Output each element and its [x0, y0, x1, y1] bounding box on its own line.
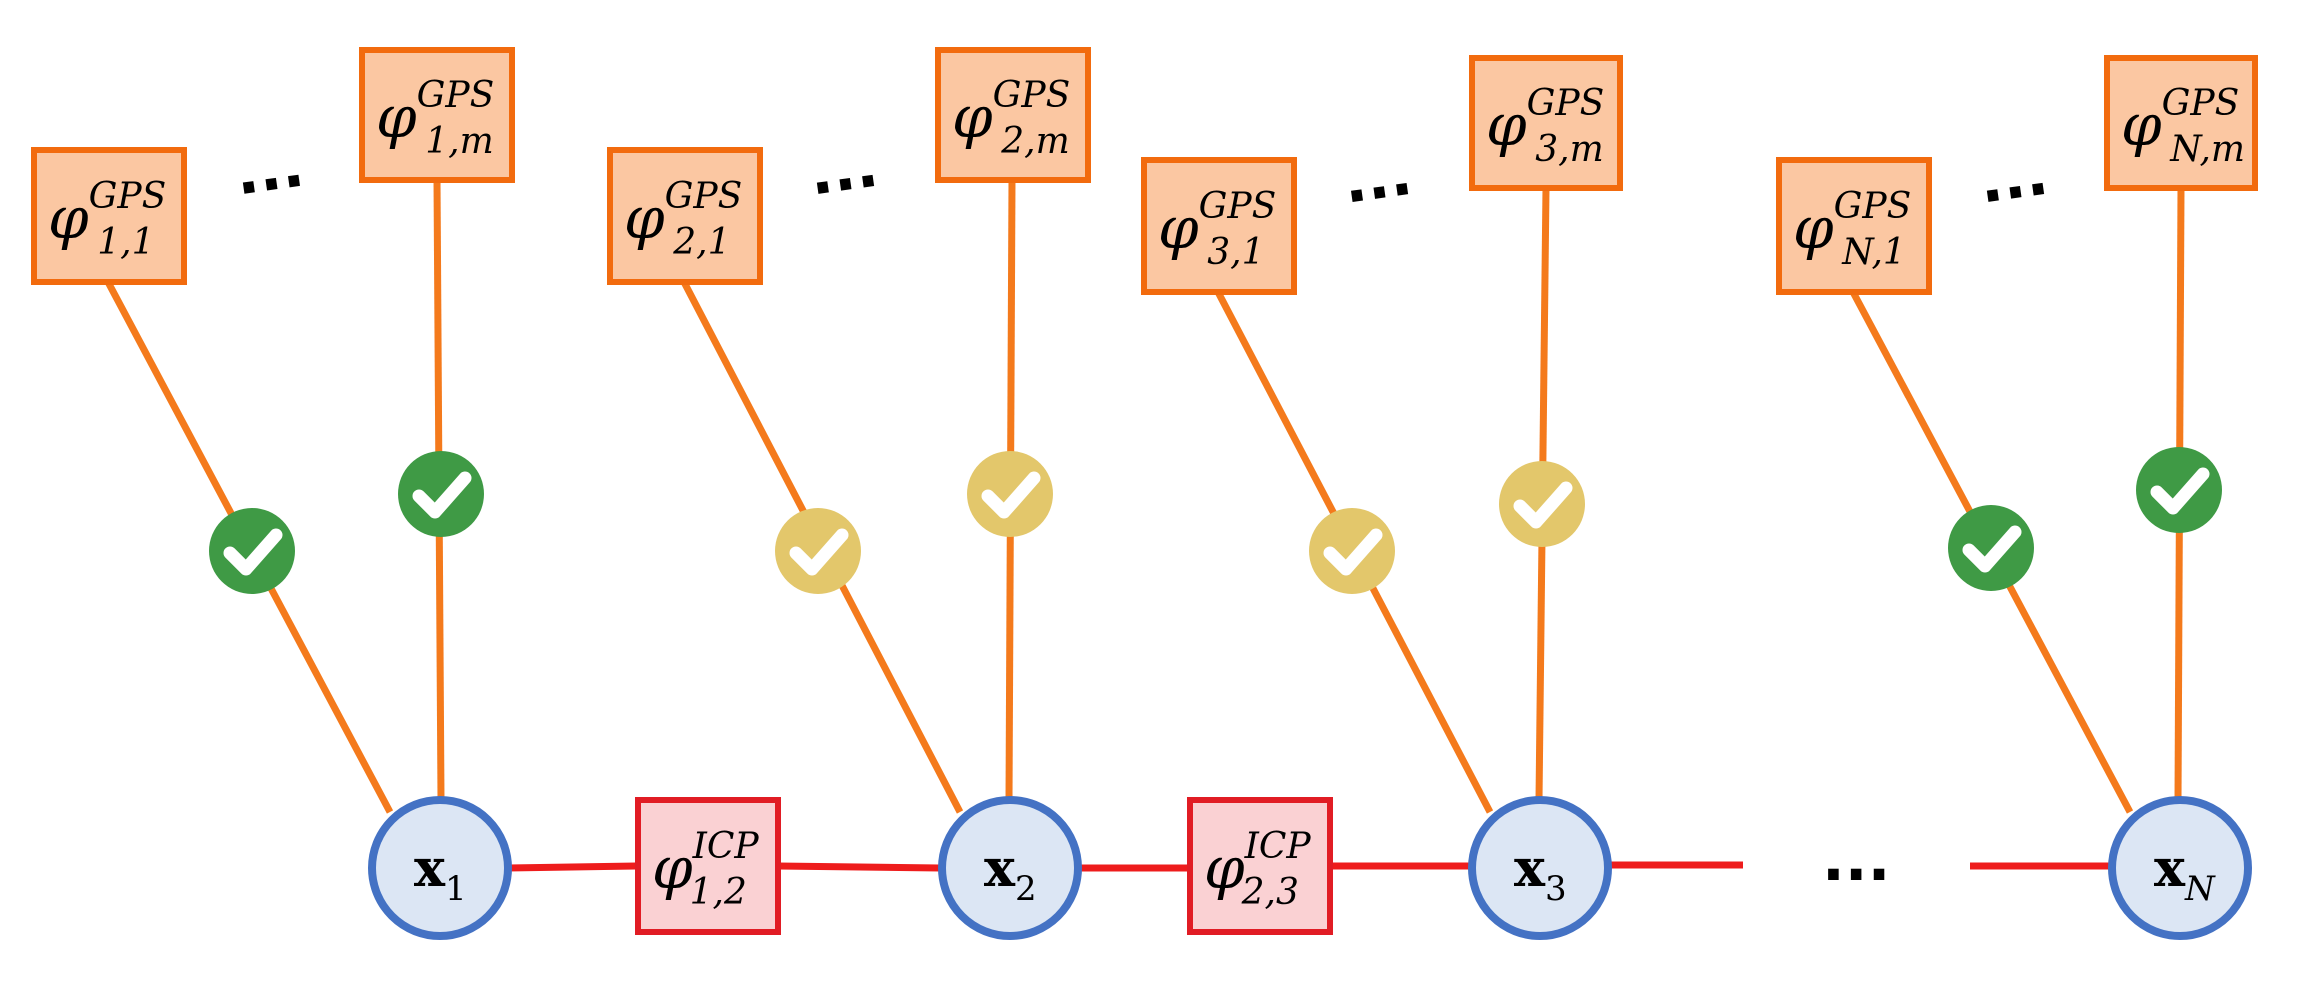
check-icon: [209, 508, 295, 594]
icp-chain-edges: [507, 861, 2112, 872]
gps-factor-box: [2104, 55, 2258, 191]
ellipsis-gps-4: ...: [1975, 139, 2052, 218]
variable-label: x3: [1514, 838, 1567, 909]
check-icon: [2136, 447, 2222, 533]
ellipsis-chain: ...: [1822, 825, 1890, 895]
variable-node-x2: x2: [938, 796, 1082, 940]
icp-factor-box: [1187, 797, 1333, 935]
gps-factor-box: [31, 147, 187, 285]
check-icon: [1309, 508, 1395, 594]
variable-label: xN: [2154, 838, 2216, 909]
variable-nodes: x1 x2 x3 xN: [368, 796, 2252, 940]
gps-factor-box: [359, 47, 515, 183]
gps-factor-box: [607, 147, 763, 285]
chain-edge: [507, 862, 639, 872]
check-icon: [967, 451, 1053, 537]
variable-node-x3: x3: [1468, 796, 1612, 940]
check-badges: [209, 447, 2222, 594]
ellipsis-gps-1: ...: [231, 131, 308, 210]
gps-factor-box: [1776, 157, 1932, 295]
ellipsis-group: ... ... ... ... ...: [231, 131, 2052, 895]
check-icon: [775, 508, 861, 594]
variable-circle: [938, 796, 1082, 940]
variable-circle: [1468, 796, 1612, 940]
icp-factor-box: [635, 797, 781, 935]
variable-label: x1: [414, 838, 467, 909]
chain-edge: [777, 862, 941, 872]
variable-node-x1: x1: [368, 796, 512, 940]
variable-node-xN: xN: [2108, 796, 2252, 940]
check-icon: [1499, 461, 1585, 547]
gps-factor-box: [935, 47, 1091, 183]
variable-label: x2: [984, 838, 1037, 909]
ellipsis-gps-2: ...: [805, 131, 882, 210]
check-icon: [398, 451, 484, 537]
ellipsis-gps-3: ...: [1339, 139, 1416, 218]
variable-circle: [2108, 796, 2252, 940]
gps-factor-box: [1141, 157, 1297, 295]
variable-circle: [368, 796, 512, 940]
check-icon: [1948, 505, 2034, 591]
gps-factor-box: [1469, 55, 1623, 191]
